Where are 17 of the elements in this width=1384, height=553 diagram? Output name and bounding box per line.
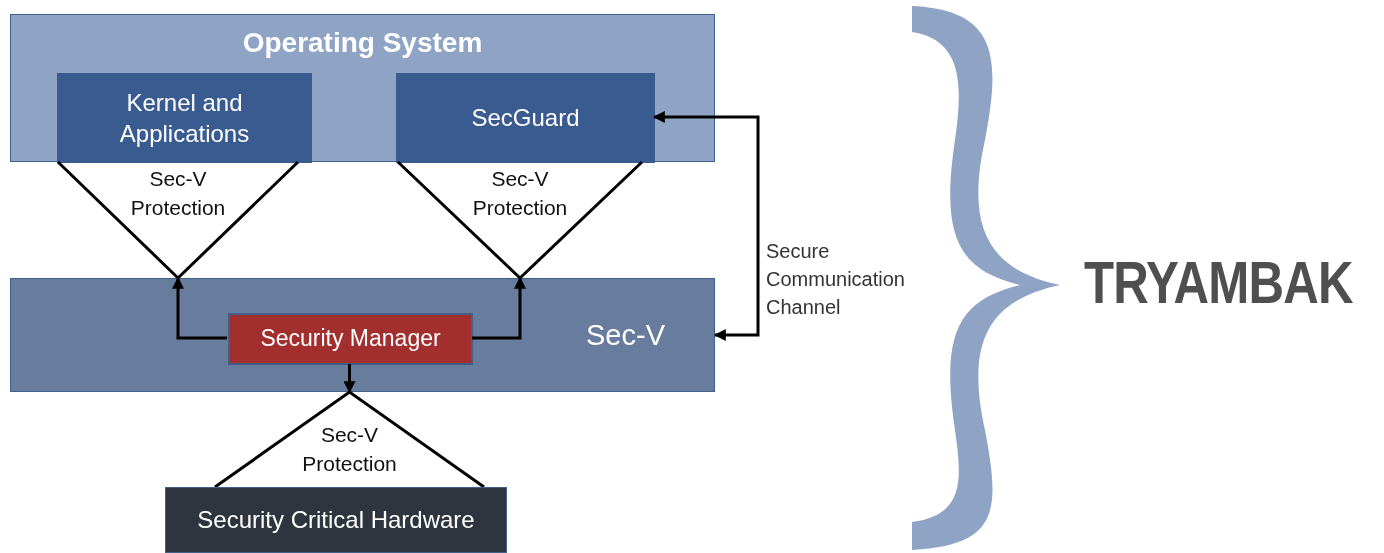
edge-label: Secure Communication Channel	[766, 239, 906, 320]
connector-arrow	[172, 276, 227, 340]
connector-arrow	[652, 111, 760, 341]
component-box: Kernel and Applications	[57, 73, 312, 163]
protection-label: Sec-V Protection	[471, 166, 569, 222]
layer-panel	[10, 14, 715, 162]
component-box: SecGuard	[396, 73, 655, 163]
system-name: TRYAMBAK	[1084, 248, 1353, 317]
protection-label: Sec-V Protection	[129, 166, 227, 222]
layer-title: Sec-V	[586, 319, 665, 352]
connector-arrow	[472, 276, 526, 340]
component-box: Security Manager	[228, 313, 473, 365]
layer-title: Operating System	[241, 27, 484, 59]
protection-label: Sec-V Protection	[301, 422, 398, 478]
connector-arrow	[343, 364, 356, 394]
layer-panel	[10, 278, 715, 392]
component-box: Security Critical Hardware	[165, 487, 507, 553]
